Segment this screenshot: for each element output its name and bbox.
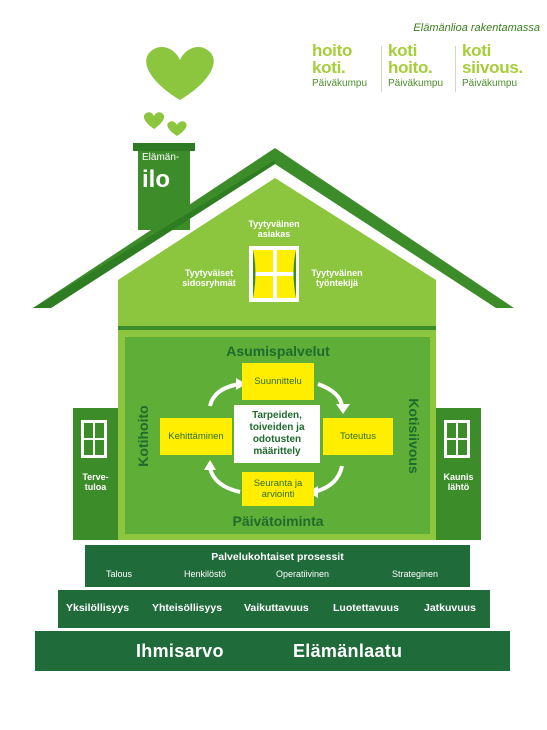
brand-line1: koti xyxy=(462,41,492,60)
left-label: Kotihoito xyxy=(135,405,151,467)
cycle-box-toteutus[interactable]: Toteutus xyxy=(323,418,393,455)
step1-item: Talous xyxy=(106,569,133,579)
cycle-box-kehittaminen[interactable]: Kehittäminen xyxy=(160,418,232,455)
chimney-big-text: ilo xyxy=(142,166,170,193)
step1-title: Palvelukohtaiset prosessit xyxy=(211,551,344,563)
brand-kotihoito[interactable]: koti hoito. Päiväkumpu xyxy=(381,41,466,92)
step2-item: Yksilöllisyys xyxy=(66,602,130,614)
brand-line2: koti. xyxy=(312,58,346,77)
attic-right-label: Tyytyväinen työntekijä xyxy=(311,268,363,288)
step1-item: Strateginen xyxy=(392,569,439,579)
small-heart-icon-2 xyxy=(167,121,187,136)
step3-item: Ihmisarvo xyxy=(136,641,224,661)
cycle-box-seuranta[interactable]: Seuranta ja arviointi xyxy=(242,472,314,506)
step1-item: Henkilöstö xyxy=(184,569,227,579)
step-3 xyxy=(35,631,510,671)
top-label: Asumispalvelut xyxy=(226,343,330,359)
step-1 xyxy=(85,545,470,587)
attic-left-label: Tyytyväiset sidosryhmät xyxy=(182,268,236,288)
brand-divider xyxy=(381,46,382,92)
cycle-box-suunnittelu[interactable]: Suunnittelu xyxy=(242,363,314,400)
step2-item: Vaikuttavuus xyxy=(244,602,309,614)
attic-top-label: Tyytyväinen asiakas xyxy=(248,219,300,239)
right-label: Kotisiivous xyxy=(406,398,422,474)
brand-line2: siivous. xyxy=(462,58,523,77)
step2-item: Jatkuvuus xyxy=(424,602,476,614)
brand-divider xyxy=(455,46,456,92)
brand-kotisiivous[interactable]: koti siivous. Päiväkumpu xyxy=(455,41,540,92)
step-2 xyxy=(58,590,490,628)
brand-sub: Päiväkumpu xyxy=(462,78,518,89)
big-heart-icon xyxy=(146,46,214,100)
step3-item: Elämänlaatu xyxy=(293,641,403,661)
small-heart-icon xyxy=(143,112,165,129)
center-box: Tarpeiden, toiveiden ja odotusten määrit… xyxy=(234,405,320,463)
right-wing-label: Kaunis lähtö xyxy=(443,472,474,492)
chimney-small-text: Elämän- xyxy=(142,152,180,163)
brand-sub: Päiväkumpu xyxy=(312,78,368,89)
step2-item: Yhteisöllisyys xyxy=(152,602,223,614)
bottom-label: Päivätoiminta xyxy=(232,513,324,529)
brand-line1: koti xyxy=(388,41,418,60)
brand-line1: hoito xyxy=(312,41,353,60)
slogan: Elämänlioa rakentamassa xyxy=(413,22,540,34)
step2-item: Luotettavuus xyxy=(333,602,399,614)
brand-sub: Päiväkumpu xyxy=(388,78,444,89)
brand-line2: hoito. xyxy=(388,58,433,77)
step1-item: Operatiivinen xyxy=(276,569,330,579)
left-wing-label: Terve-tuloa xyxy=(82,472,109,492)
brand-hoitokoti[interactable]: hoito koti. Päiväkumpu xyxy=(312,42,390,89)
